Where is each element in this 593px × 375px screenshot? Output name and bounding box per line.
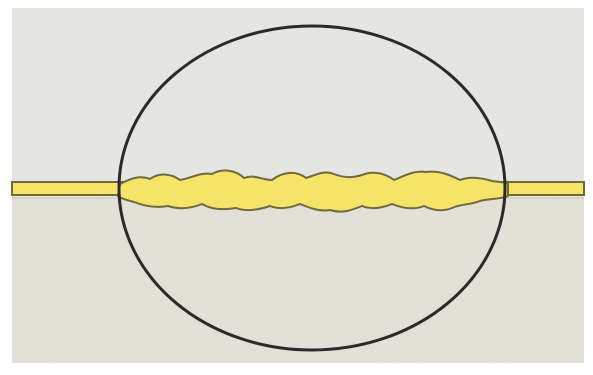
band-left-stripe [12,182,124,195]
band-right-stripe [500,182,584,195]
irregular-band [118,171,508,212]
